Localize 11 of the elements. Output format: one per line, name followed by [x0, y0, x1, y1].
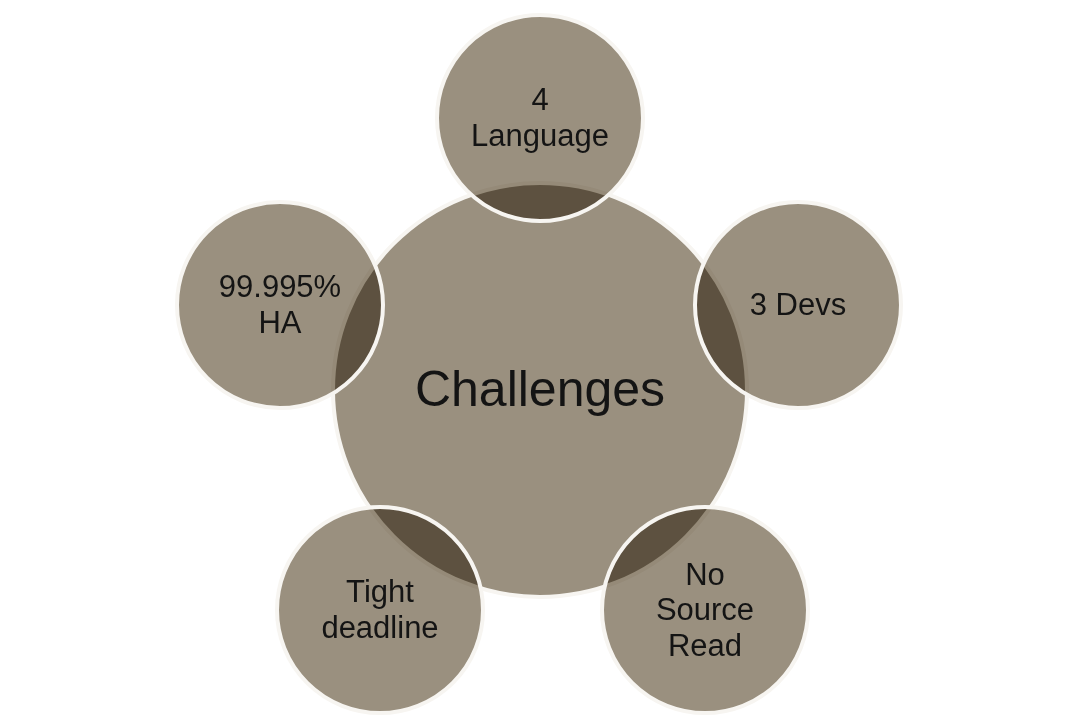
satellite-circle	[692, 199, 904, 411]
circle-label: 4 Language	[470, 82, 610, 154]
circle-label: Tight deadline	[320, 574, 440, 646]
satellite-circle	[174, 199, 386, 411]
satellite-circle	[434, 12, 646, 224]
circle-label: No Source Read	[654, 556, 756, 664]
circle-label: 99.995% HA	[217, 269, 343, 341]
circle-label: 3 Devs	[749, 287, 847, 323]
satellite-circle	[274, 504, 486, 716]
satellite-circle	[599, 504, 811, 716]
hub-label: Challenges	[414, 361, 666, 419]
